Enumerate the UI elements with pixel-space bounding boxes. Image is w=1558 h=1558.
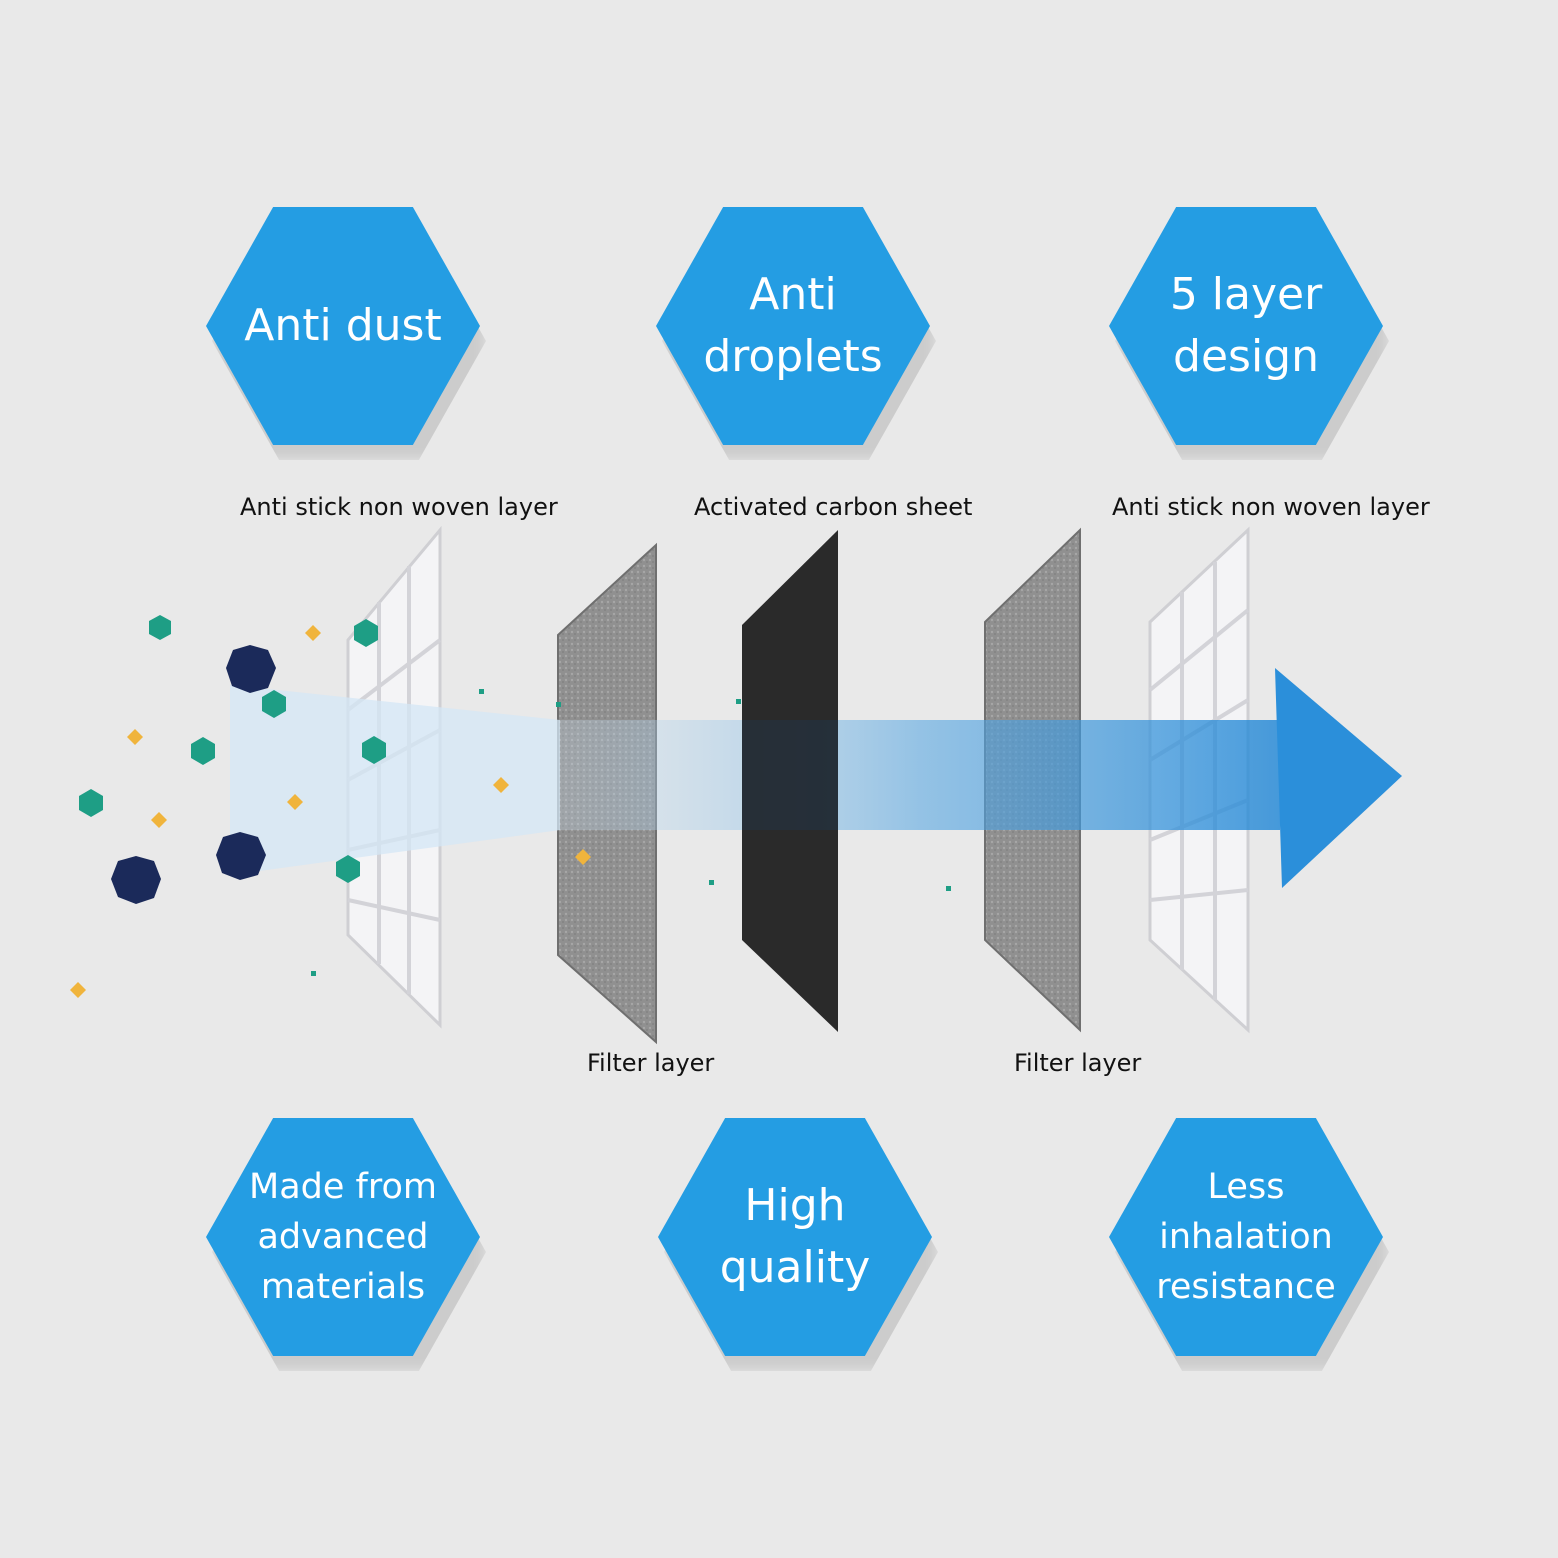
badge-anti-droplets-text: Anti droplets (703, 269, 883, 382)
badge-high-quality: High quality (658, 1118, 932, 1356)
badge-advanced-materials: Made from advanced materials (206, 1118, 480, 1356)
badge-anti-dust-text: Anti dust (244, 300, 442, 351)
badge-less-inhalation-resistance-text: Less inhalation resistance (1156, 1167, 1336, 1307)
label-filter-layer-left: Filter layer (587, 1049, 715, 1077)
badge-five-layer-design-text: 5 layer design (1169, 269, 1323, 382)
badge-less-inhalation-resistance: Less inhalation resistance (1109, 1118, 1383, 1356)
badge-five-layer-design: 5 layer design (1109, 207, 1383, 445)
badge-anti-droplets: Anti droplets (656, 207, 930, 445)
label-activated-carbon-sheet: Activated carbon sheet (694, 493, 973, 521)
label-non-woven-layer-left: Anti stick non woven layer (240, 493, 558, 521)
label-filter-layer-right: Filter layer (1014, 1049, 1142, 1077)
badge-anti-dust: Anti dust (206, 207, 480, 445)
label-non-woven-layer-right: Anti stick non woven layer (1112, 493, 1430, 521)
badge-high-quality-text: High quality (719, 1180, 871, 1293)
badge-advanced-materials-text: Made from advanced materials (249, 1167, 437, 1307)
dust-particles (70, 615, 951, 998)
airflow-arrow (230, 668, 1402, 888)
